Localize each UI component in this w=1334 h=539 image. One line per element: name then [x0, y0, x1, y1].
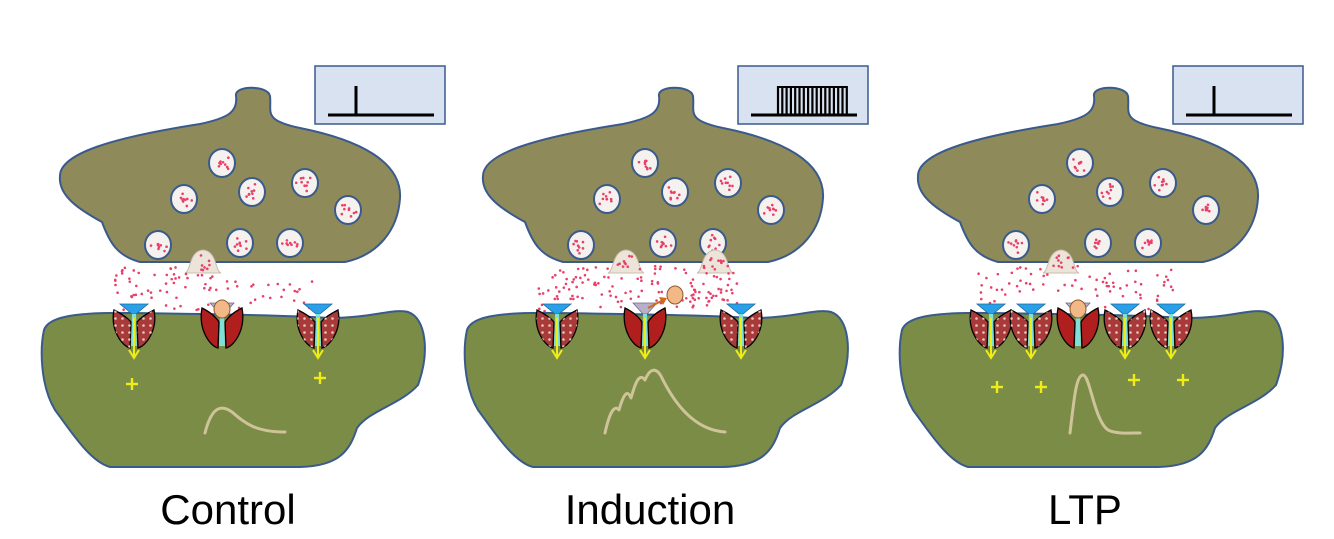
caption-induction: Induction	[565, 486, 735, 533]
epsp-trace	[203, 406, 287, 435]
stimulus-box	[1172, 65, 1304, 125]
ampa-receptor	[296, 303, 340, 360]
fusing-vesicle	[696, 249, 734, 274]
fusing-vesicle	[1042, 249, 1080, 274]
synaptic-vesicle	[1002, 230, 1030, 260]
synaptic-vesicle	[208, 148, 236, 178]
plus-sign	[991, 381, 1003, 393]
synaptic-vesicle	[1066, 148, 1094, 178]
synaptic-vesicle	[714, 168, 742, 198]
epsp-trace	[1068, 373, 1142, 435]
synaptic-vesicle	[1028, 184, 1056, 214]
stimulus-box	[314, 65, 446, 125]
epsp-trace	[603, 368, 727, 435]
magnesium-ion	[666, 285, 684, 305]
ampa-receptor	[112, 303, 156, 360]
synaptic-vesicle	[567, 230, 595, 260]
ampa-receptor	[1009, 303, 1053, 360]
synaptic-vesicle	[649, 228, 677, 258]
panel-induction	[463, 65, 869, 468]
synaptic-vesicle	[631, 148, 659, 178]
plus-sign	[1035, 381, 1047, 393]
neurotransmitter-cloud	[977, 264, 1175, 313]
plus-sign	[126, 378, 138, 390]
ampa-receptor	[719, 303, 763, 360]
synaptic-vesicle	[226, 228, 254, 258]
caption-ltp: LTP	[1048, 486, 1122, 533]
plus-sign	[1177, 374, 1189, 386]
plus-sign	[1128, 374, 1140, 386]
nmda-receptor	[200, 299, 244, 349]
caption-control: Control	[160, 486, 295, 533]
synaptic-vesicle	[661, 177, 689, 207]
ampa-receptor	[1149, 303, 1193, 360]
magnesium-ion	[1069, 299, 1087, 319]
ampa-receptor	[969, 303, 1013, 360]
ampa-receptor	[535, 303, 579, 360]
fusing-vesicle	[184, 249, 222, 274]
nmda-receptor	[623, 285, 684, 360]
neurotransmitter-cloud	[113, 266, 314, 312]
postsynaptic-spine	[40, 310, 426, 468]
panel-control	[40, 65, 446, 468]
synaptic-vesicle	[291, 168, 319, 198]
synaptic-vesicle	[276, 228, 304, 258]
synaptic-vesicle	[144, 230, 172, 260]
plus-sign	[314, 372, 326, 384]
synaptic-vesicle	[1192, 195, 1220, 225]
fusing-vesicle	[607, 249, 645, 274]
synaptic-vesicle	[1084, 228, 1112, 258]
synaptic-vesicle	[757, 195, 785, 225]
ampa-receptor	[1103, 303, 1147, 360]
neurotransmitter-cloud	[537, 264, 739, 313]
nmda-receptor	[1056, 299, 1100, 349]
synaptic-vesicle	[1134, 228, 1162, 258]
postsynaptic-spine	[463, 310, 849, 468]
synaptic-vesicle	[1149, 168, 1177, 198]
synaptic-vesicle	[334, 195, 362, 225]
synaptic-vesicle	[238, 177, 266, 207]
synaptic-vesicle	[1096, 177, 1124, 207]
magnesium-ion	[213, 299, 231, 319]
stimulus-box	[737, 65, 869, 125]
synaptic-vesicle	[593, 184, 621, 214]
panel-ltp	[898, 65, 1304, 468]
synaptic-vesicle	[170, 184, 198, 214]
